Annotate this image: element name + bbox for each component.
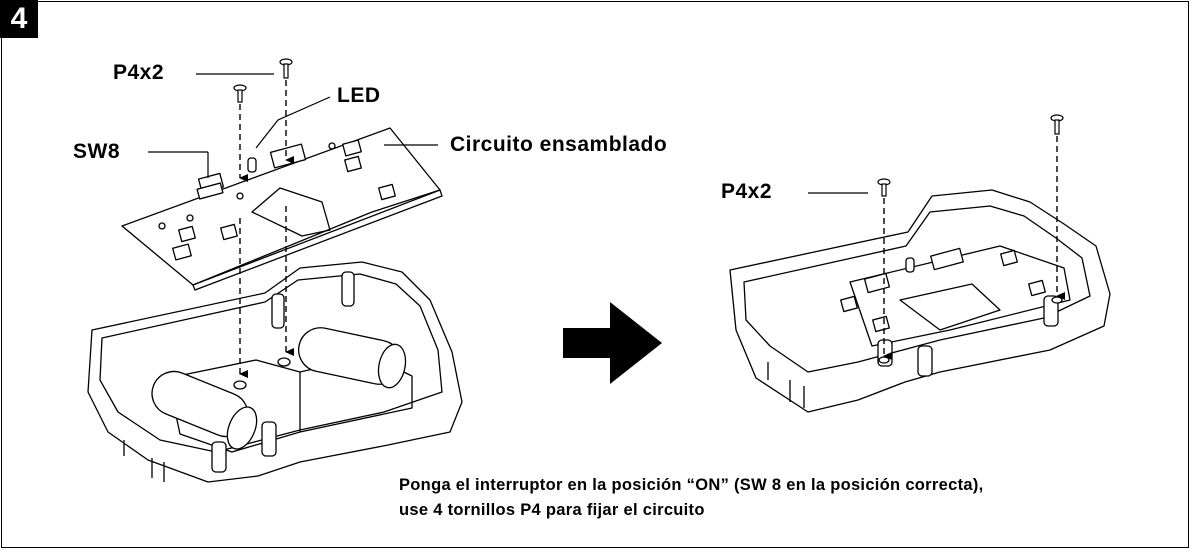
screws-right <box>877 114 1064 197</box>
step-number-badge: 4 <box>0 0 38 38</box>
leader-lines-left <box>148 73 438 178</box>
label-p4x2-left: P4x2 <box>113 61 165 84</box>
caption-line-1: Ponga el interruptor en la posición “ON”… <box>399 476 984 494</box>
guide-lines-left <box>239 80 294 378</box>
label-p4x2-right: P4x2 <box>721 180 773 203</box>
base-housing-left <box>87 261 463 483</box>
guide-lines-right <box>883 136 1065 360</box>
label-circuit-board: Circuito ensamblado <box>450 133 668 156</box>
label-sw8: SW8 <box>73 140 121 163</box>
instruction-caption: Ponga el interruptor en la posición “ON”… <box>399 473 984 523</box>
label-led: LED <box>337 84 381 107</box>
caption-line-2: use 4 tornillos P4 para fijar el circuit… <box>399 501 705 519</box>
screws-left <box>233 58 293 103</box>
assembled-housing-right <box>729 189 1111 413</box>
progress-arrow <box>563 302 662 384</box>
